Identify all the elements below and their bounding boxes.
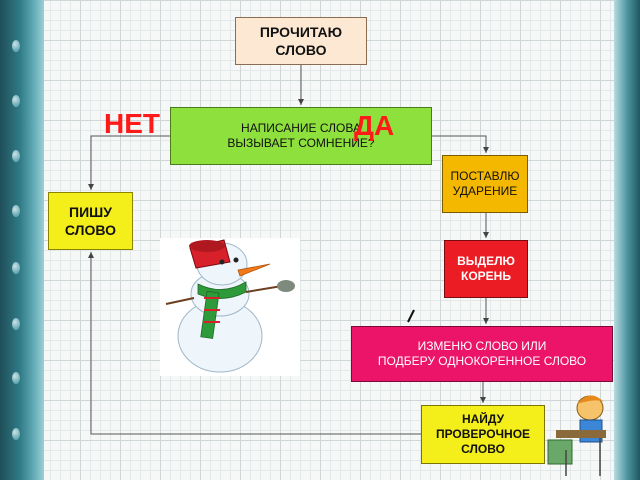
droplet-icon (12, 372, 20, 384)
droplet-icon (12, 40, 20, 52)
node-doubt-question-label: НАПИСАНИЕ СЛОВА ВЫЗЫВАЕТ СОМНЕНИЕ? (227, 121, 375, 150)
droplet-icon (12, 428, 20, 440)
arrow-no-to-write (88, 135, 170, 190)
stray-mark (407, 309, 415, 323)
node-find-check-word: НАЙДУ ПРОВЕРОЧНОЕ СЛОВО (421, 405, 545, 464)
droplet-icon (12, 95, 20, 107)
node-doubt-question: НАПИСАНИЕ СЛОВА ВЫЗЫВАЕТ СОМНЕНИЕ? (170, 107, 432, 165)
node-change-word: ИЗМЕНЮ СЛОВО ИЛИ ПОДБЕРУ ОДНОКОРЕННОЕ СЛ… (351, 326, 613, 382)
node-read-word: ПРОЧИТАЮ СЛОВО (235, 17, 367, 65)
arrow-yes-to-stress (432, 135, 489, 153)
node-write-word-label: ПИШУ СЛОВО (64, 204, 117, 238)
branch-label-no: НЕТ (104, 108, 160, 139)
node-mark-root-label: ВЫДЕЛЮ КОРЕНЬ (457, 254, 515, 283)
droplet-icon (12, 262, 20, 274)
node-read-word-label: ПРОЧИТАЮ СЛОВО (259, 24, 343, 58)
branch-label-yes: ДА (354, 110, 395, 141)
left-decorative-border (0, 0, 44, 480)
droplet-icon (12, 318, 20, 330)
snowman-illustration (160, 238, 300, 376)
arrow-check-to-write (88, 252, 421, 435)
node-put-stress-label: ПОСТАВЛЮ УДАРЕНИЕ (450, 169, 520, 198)
droplet-icon (12, 205, 20, 217)
node-write-word: ПИШУ СЛОВО (48, 192, 133, 250)
node-change-word-label: ИЗМЕНЮ СЛОВО ИЛИ ПОДБЕРУ ОДНОКОРЕННОЕ СЛ… (377, 339, 587, 368)
node-mark-root: ВЫДЕЛЮ КОРЕНЬ (444, 240, 528, 298)
schoolboy-illustration (547, 395, 606, 476)
right-decorative-border (614, 0, 640, 480)
node-find-check-word-label: НАЙДУ ПРОВЕРОЧНОЕ СЛОВО (435, 412, 531, 456)
node-put-stress: ПОСТАВЛЮ УДАРЕНИЕ (442, 155, 528, 213)
droplet-icon (12, 150, 20, 162)
